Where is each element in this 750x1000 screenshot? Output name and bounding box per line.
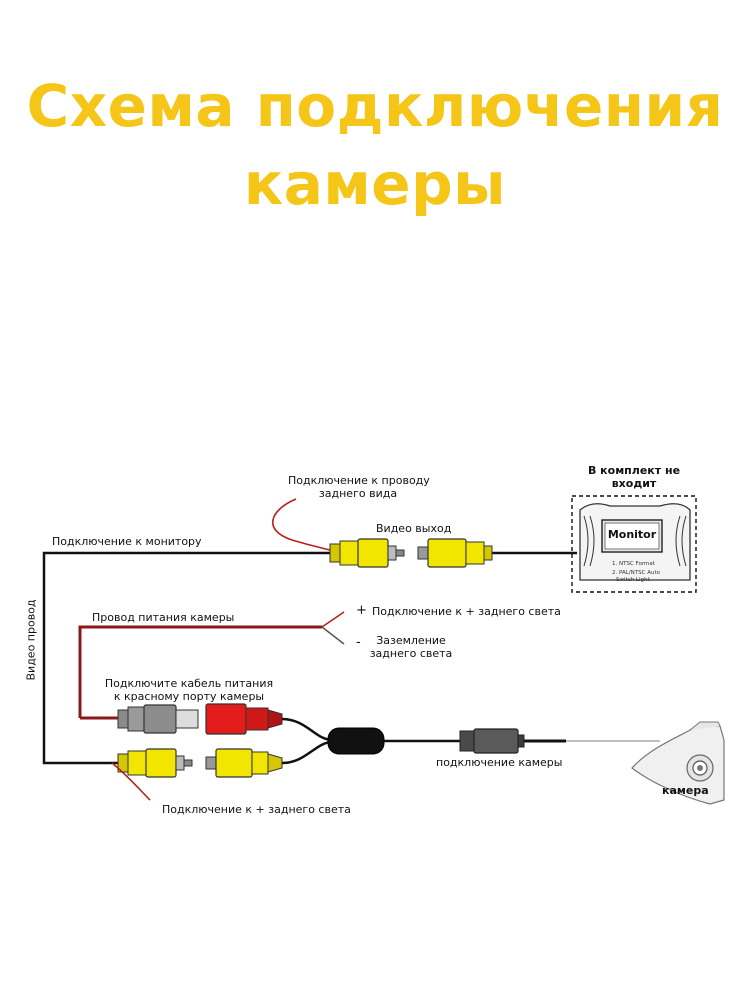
camera-power-wire: [78, 611, 345, 720]
not-included-label-line-1: В комплект не: [587, 464, 681, 477]
camera-connector: [459, 728, 660, 754]
plus-reverse-label: Подключение к + заднего света: [372, 605, 561, 618]
not-included-label-line-2: входит: [611, 477, 657, 490]
minus-sign: -: [356, 635, 361, 650]
connect-power-label: Подключите кабель питания к красному пор…: [104, 677, 274, 703]
not-included-label: В комплект не входит: [584, 464, 684, 490]
rca-male-top: [329, 538, 405, 568]
splitter-wires: [281, 717, 333, 765]
plus-sign: +: [356, 603, 367, 618]
ground-label-line-2: заднего света: [369, 647, 453, 660]
monitor-note-1: 1. NTSC Format: [612, 561, 656, 567]
monitor-screen-label: Monitor: [608, 528, 657, 541]
video-wire-label: Видео провод: [24, 599, 38, 681]
camera-power-wire-label: Провод питания камеры: [92, 611, 235, 624]
camera-connection-label: подключение камеры: [436, 756, 563, 769]
title-line-1: Схема подключения: [26, 72, 724, 140]
reverse-wire-label-line-2: заднего вида: [318, 487, 398, 500]
monitor-connection-label: Подключение к монитору: [52, 535, 202, 548]
bottom-reverse-label: Подключение к + заднего света: [162, 803, 351, 816]
connect-power-label-line-2: к красному порту камеры: [113, 690, 265, 703]
ground-label-line-1: Заземление: [376, 634, 446, 647]
monitor-note-2: 2. PAL/NTSC Auto: [612, 570, 661, 576]
bottom-reverse-leader-wire: [111, 762, 151, 801]
connect-power-label-line-1: Подключите кабель питания: [104, 677, 274, 690]
splitter-box: [327, 727, 385, 755]
reverse-leader-wire: [272, 498, 331, 551]
reverse-wire-label-line-1: Подключение к проводу: [288, 474, 430, 487]
monitor-note-3: Switch Light: [616, 577, 651, 583]
camera-label: камера: [662, 784, 709, 797]
rca-female-bottom: [205, 748, 283, 778]
power-port-red: [205, 703, 283, 735]
power-plug-male: [117, 704, 199, 734]
rca-male-bottom: [117, 748, 193, 778]
rca-female-top: [417, 538, 493, 568]
ground-label: Заземление заднего света: [366, 634, 456, 660]
title-line-2: камеры: [243, 150, 507, 218]
video-wire: [42, 551, 577, 765]
reverse-wire-label: Подключение к проводу заднего вида: [288, 474, 430, 500]
video-out-label: Видео выход: [376, 522, 452, 535]
monitor-illustration: Monitor 1. NTSC Format 2. PAL/NTSC Auto …: [571, 495, 697, 593]
camera-illustration: [631, 721, 725, 805]
